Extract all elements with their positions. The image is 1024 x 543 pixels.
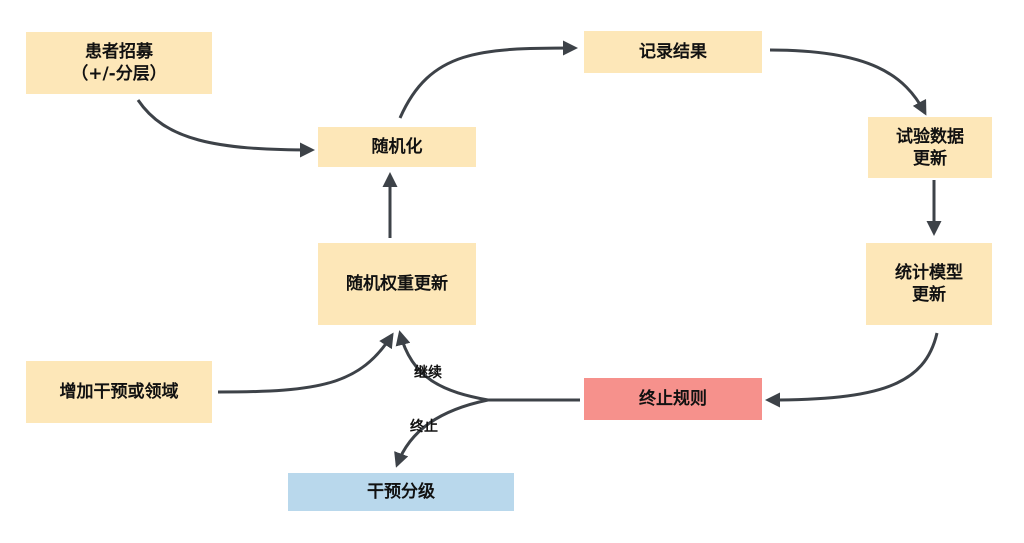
node-weight-update: 随机权重更新 (318, 243, 476, 325)
node-add-arm: 增加干预或领域 (26, 361, 212, 423)
arrow-add-arm-to-weights (217, 332, 394, 394)
node-add-arm-label: 增加干预或领域 (59, 382, 179, 402)
node-record: 记录结果 (584, 31, 762, 73)
arrow-recruit-to-randomize (136, 99, 315, 158)
node-recruit: 患者招募 （+/-分层） (26, 32, 212, 94)
arrow-randomize-to-record (398, 40, 578, 119)
arrow-branch-continue (395, 330, 489, 402)
node-trial-update-label: 试验数据 更新 (896, 126, 964, 169)
arrow-branch-stop (394, 398, 489, 468)
node-grade-label: 干预分级 (367, 482, 435, 502)
node-weight-update-label: 随机权重更新 (346, 274, 448, 294)
arrow-model-to-stop-rule (765, 332, 939, 408)
edge-label-continue: 继续 (414, 365, 442, 381)
node-model-update-label: 统计模型 更新 (895, 263, 963, 305)
arrow-record-to-trial-update (769, 48, 927, 116)
node-randomize: 随机化 (318, 127, 476, 167)
node-record-label: 记录结果 (639, 42, 707, 62)
edge-label-stop: 终止 (410, 419, 438, 435)
node-model-update: 统计模型 更新 (866, 243, 992, 325)
node-trial-update: 试验数据 更新 (868, 117, 992, 178)
node-stop-rule: 终止规则 (584, 378, 762, 420)
node-recruit-label: 患者招募 （+/-分层） (71, 42, 167, 84)
node-stop-rule-label: 终止规则 (639, 389, 707, 409)
node-randomize-label: 随机化 (371, 137, 423, 157)
node-grade: 干预分级 (288, 473, 514, 511)
